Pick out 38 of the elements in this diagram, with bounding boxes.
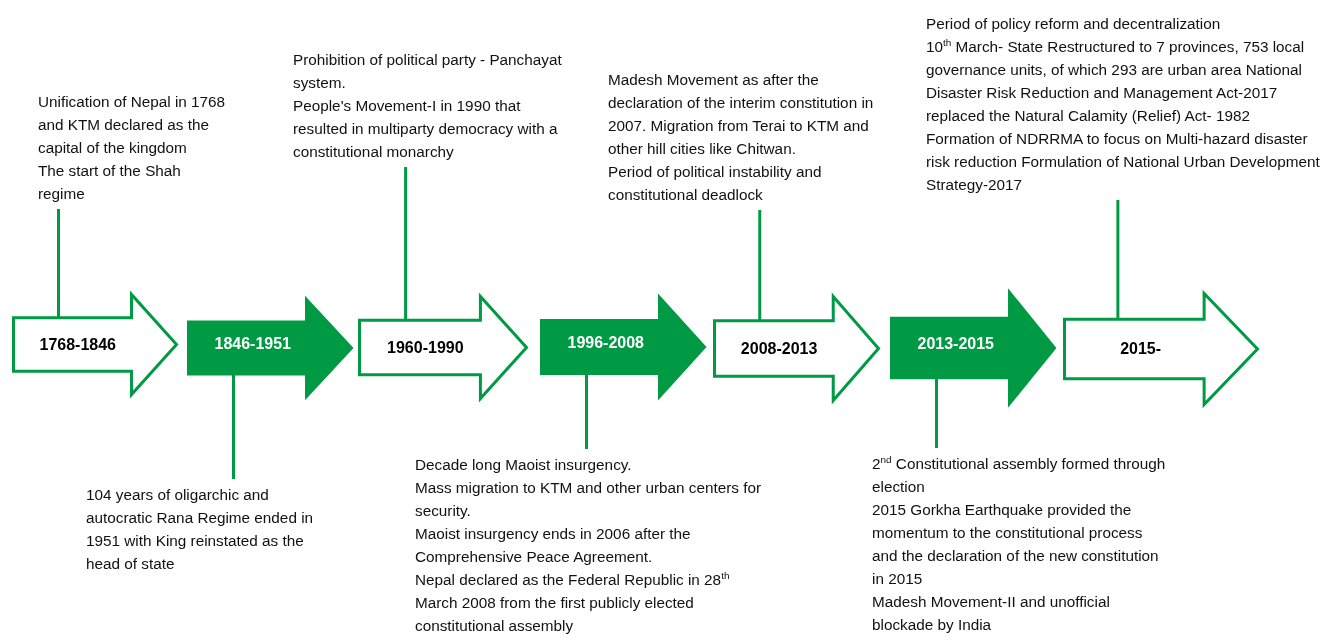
period-banner [1063,292,1259,406]
event-note: Decade long Maoist insurgency. [415,455,633,475]
period-banner [890,291,1056,405]
year-range-label: 1768-1846 [39,335,116,354]
event-note: Maoist insurgency ends in 2006 after the Comprehensive Peace Agreement. [415,524,692,567]
event-note: Unification of Nepal in 1768 and KTM declared as the capital of the kingdom [38,92,227,158]
year-range-label: 2013-2015 [917,335,994,353]
event-note: 104 years of oligarchic and autocratic Rana Regime ended in 1951 with King reinstated as the head of state [86,485,315,574]
event-note: Prohibition of political party - Panchayat system. [293,50,563,93]
event-note: People's Movement-I in 1990 that resulted in multiparty democracy with a constitutional monarchy [293,96,559,162]
event-note: Madesh Movement as after the declaration of the interim constitution in 2007. Migration from Terai to KTM and other hill cities like Chitwan. [608,70,875,159]
year-range-label: 2008-2013 [740,339,818,358]
event-note: 2015 Gorkha Earthquake provided the momentum to the constitutional process and the declaration of the new constitution in 2015 [872,500,1160,589]
leader-line [57,209,60,318]
period-banner [713,295,880,402]
leader-line [1116,200,1120,320]
period-banner [358,295,528,400]
period-banner [187,298,353,398]
leader-line [935,377,938,448]
leader-line [404,167,408,321]
event-note: Madesh Movement-II and unofficial blockade by India [872,592,1111,635]
leader-line [758,210,762,321]
year-range-label: 1996-2008 [567,334,644,352]
event-note: The start of the Shah regime [38,161,182,204]
event-note: 10$^{th}$ March- State Restructured to 7 provinces, 753 local governance units, of which 293 are urban area National Disaster Risk Reduction and Management Act-2017 replaced the Natural Calamity (Relief) Act- 1982 [926,35,1306,126]
period-banner [12,293,178,396]
year-range-label: 2015- [1120,340,1162,358]
event-note: Period of political instability and constitutional deadlock [608,162,823,205]
period-banner [540,296,706,398]
year-range-label: 1960-1990 [387,338,464,357]
event-note: Nepal declared as the Federal Republic in 28$^{th}$ March 2008 from the first publicly elected constitutional assembly [415,568,731,636]
leader-line [232,374,235,479]
leader-line [585,373,588,449]
event-note: Period of policy reform and decentralization [926,14,1222,34]
event-note: Formation of NDRRMA to focus on Multi-hazard disaster risk reduction Formulation of National Urban Development Strategy-2017 [926,129,1321,195]
year-range-label: 1846-1951 [214,335,291,353]
event-note: Mass migration to KTM and other urban centers for security. [415,478,763,521]
event-note: 2$^{nd}$ Constitutional assembly formed through election [872,452,1167,497]
